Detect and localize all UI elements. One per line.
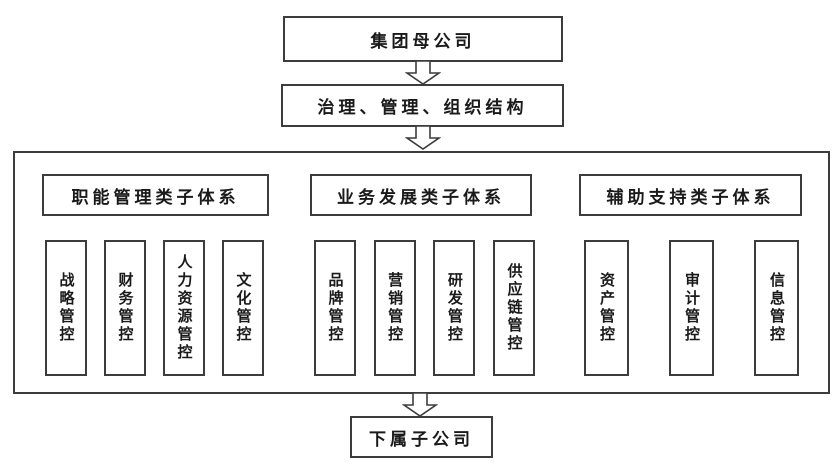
culture-control-box: 文化管控	[222, 240, 264, 376]
item-label: 供应链管控	[505, 263, 524, 353]
group-parent-company-box: 集团母公司	[283, 16, 563, 62]
subsystem-header-label: 业务发展类子体系	[337, 187, 505, 208]
subsidiaries-label: 下属子公司	[369, 429, 474, 450]
item-label: 营销管控	[386, 272, 405, 344]
subsystem-header-label: 职能管理类子体系	[71, 187, 240, 208]
auxiliary-support-subsystem-header: 辅助支持类子体系	[579, 174, 802, 216]
strategy-control-box: 战略管控	[45, 240, 87, 376]
asset-control-box: 资产管控	[584, 240, 629, 376]
finance-control-box: 财务管控	[104, 240, 146, 376]
down-arrow-icon	[405, 126, 441, 150]
auxiliary-support-items-row: 资产管控 审计管控 信息管控	[584, 240, 799, 376]
functional-management-subsystem-header: 职能管理类子体系	[42, 174, 269, 216]
supply-chain-control-box: 供应链管控	[492, 240, 535, 376]
item-label: 财务管控	[116, 272, 135, 344]
audit-control-box: 审计管控	[669, 240, 714, 376]
item-label: 战略管控	[57, 272, 76, 344]
business-development-subsystem-header: 业务发展类子体系	[310, 174, 532, 216]
subsystems-container-box: 职能管理类子体系 业务发展类子体系 辅助支持类子体系 战略管控 财务管控 人力资…	[13, 151, 830, 394]
down-arrow-icon	[405, 61, 441, 85]
brand-control-box: 品牌管控	[314, 240, 356, 376]
governance-structure-box: 治理、管理、组织结构	[281, 84, 564, 127]
item-label: 品牌管控	[326, 272, 345, 344]
marketing-control-box: 营销管控	[373, 240, 416, 376]
item-label: 审计管控	[683, 272, 701, 344]
item-label: 信息管控	[768, 272, 786, 344]
functional-management-items-row: 战略管控 财务管控 人力资源管控 文化管控	[45, 240, 264, 376]
business-development-items-row: 品牌管控 营销管控 研发管控 供应链管控	[314, 240, 535, 376]
subsidiaries-box: 下属子公司	[350, 416, 493, 458]
down-arrow-icon	[402, 393, 438, 417]
subsystem-header-label: 辅助支持类子体系	[606, 187, 775, 208]
item-label: 资产管控	[598, 272, 616, 344]
item-label: 人力资源管控	[175, 254, 194, 362]
hr-control-box: 人力资源管控	[163, 240, 205, 376]
group-parent-company-label: 集团母公司	[370, 31, 476, 52]
item-label: 研发管控	[445, 272, 464, 344]
item-label: 文化管控	[234, 272, 253, 344]
governance-structure-label: 治理、管理、组织结构	[317, 98, 528, 118]
information-control-box: 信息管控	[754, 240, 799, 376]
rnd-control-box: 研发管控	[433, 240, 476, 376]
